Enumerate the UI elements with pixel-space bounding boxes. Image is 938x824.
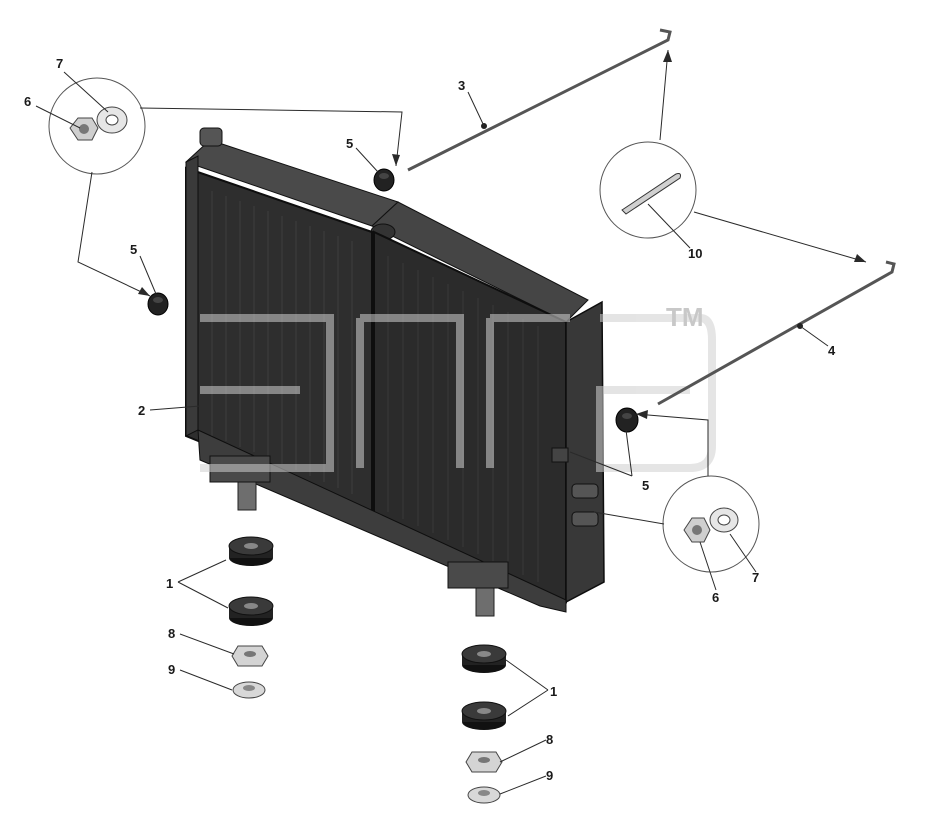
callout-leaders [35, 71, 829, 795]
radiator-inlet-pipe [199, 127, 223, 147]
watermark-letter-2 [356, 314, 464, 468]
washer-9-right [467, 786, 501, 804]
watermark-letter-4 [596, 314, 716, 472]
rubber-pad-1-right-upper [461, 644, 507, 673]
callout-9-right: 9 [546, 768, 553, 783]
callout-8-left: 8 [168, 626, 175, 641]
radiator-side-frame [565, 300, 605, 604]
radiator-assembly [185, 127, 605, 617]
radiator-fins-left [197, 186, 353, 494]
callout-1-right: 1 [550, 684, 557, 699]
callout-5-top: 5 [346, 136, 353, 151]
radiator-outlet-pipe-upper [571, 483, 599, 499]
washer-9-left [232, 681, 266, 699]
radiator-drain-fitting [551, 447, 569, 463]
grommet-5-right [615, 407, 639, 433]
cotter-pin-10 [621, 173, 681, 215]
rod-3 [407, 28, 672, 172]
callout-8-right: 8 [546, 732, 553, 747]
assembly-arrows [77, 49, 867, 525]
callout-6-top: 6 [24, 94, 31, 109]
callout-6-right: 6 [712, 590, 719, 605]
radiator-outlet-pipe-lower [571, 511, 599, 527]
radiator-left-frame [185, 155, 199, 437]
arrowheads [138, 50, 866, 419]
rubber-pad-1-right-lower [461, 701, 507, 730]
callout-1-left: 1 [166, 576, 173, 591]
radiator-mount-bracket-right [447, 561, 509, 589]
nut-8-right [465, 751, 503, 773]
radiator-top-tank-right [371, 201, 589, 323]
watermark-letter-3 [486, 314, 570, 468]
rod-4 [657, 260, 896, 406]
detail-circle-cotter-pin [599, 141, 697, 239]
callout-10: 10 [688, 246, 702, 261]
rubber-pad-1-left-upper [228, 536, 274, 566]
grommet-5-top [373, 168, 395, 192]
callout-2: 2 [138, 403, 145, 418]
callout-5-right: 5 [642, 478, 649, 493]
detail-circle-right [662, 475, 760, 573]
rubber-pad-1-left-lower [228, 596, 274, 626]
callout-3: 3 [458, 78, 465, 93]
trademark-symbol: TM [666, 302, 704, 332]
pad-stack-left [228, 536, 274, 699]
nut-8-left [231, 645, 269, 667]
watermark-letter-1 [200, 314, 334, 472]
callout-7-right: 7 [752, 570, 759, 585]
callout-7-top: 7 [56, 56, 63, 71]
watermark-logo [200, 314, 716, 472]
callout-5-left: 5 [130, 242, 137, 257]
callout-9-left: 9 [168, 662, 175, 677]
detail-circle-top-left [48, 77, 146, 175]
pad-stack-right [461, 644, 507, 804]
callout-4: 4 [828, 343, 836, 358]
grommet-5-left [147, 292, 169, 316]
